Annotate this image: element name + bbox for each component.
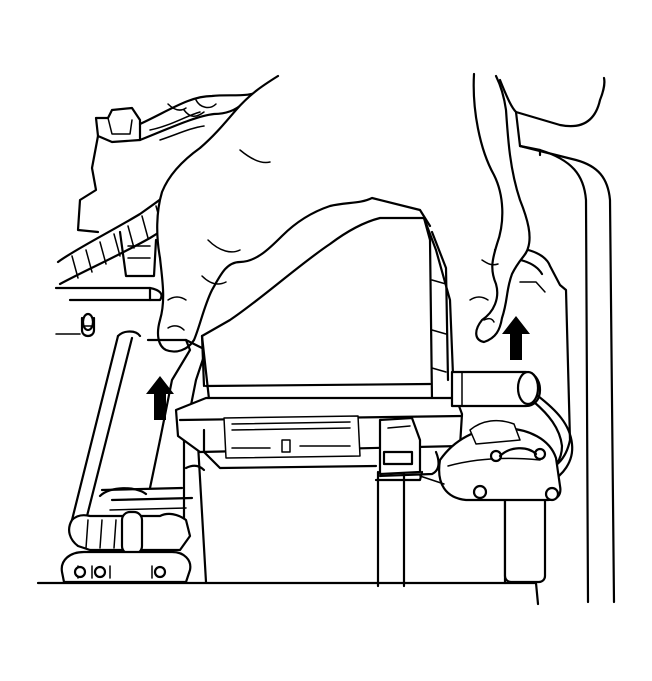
left-hand bbox=[156, 74, 432, 353]
arrow-left-up bbox=[146, 376, 174, 420]
left-seat-track bbox=[60, 330, 208, 584]
right-cable-connector bbox=[450, 370, 574, 484]
stud-fastener bbox=[55, 312, 96, 338]
right-seat-panel bbox=[498, 76, 616, 604]
module-retaining-clip bbox=[374, 416, 424, 588]
control-module bbox=[174, 216, 464, 478]
arrow-right-up bbox=[502, 316, 530, 360]
right-hand bbox=[469, 72, 531, 344]
lower-mounting-plate bbox=[419, 419, 562, 502]
